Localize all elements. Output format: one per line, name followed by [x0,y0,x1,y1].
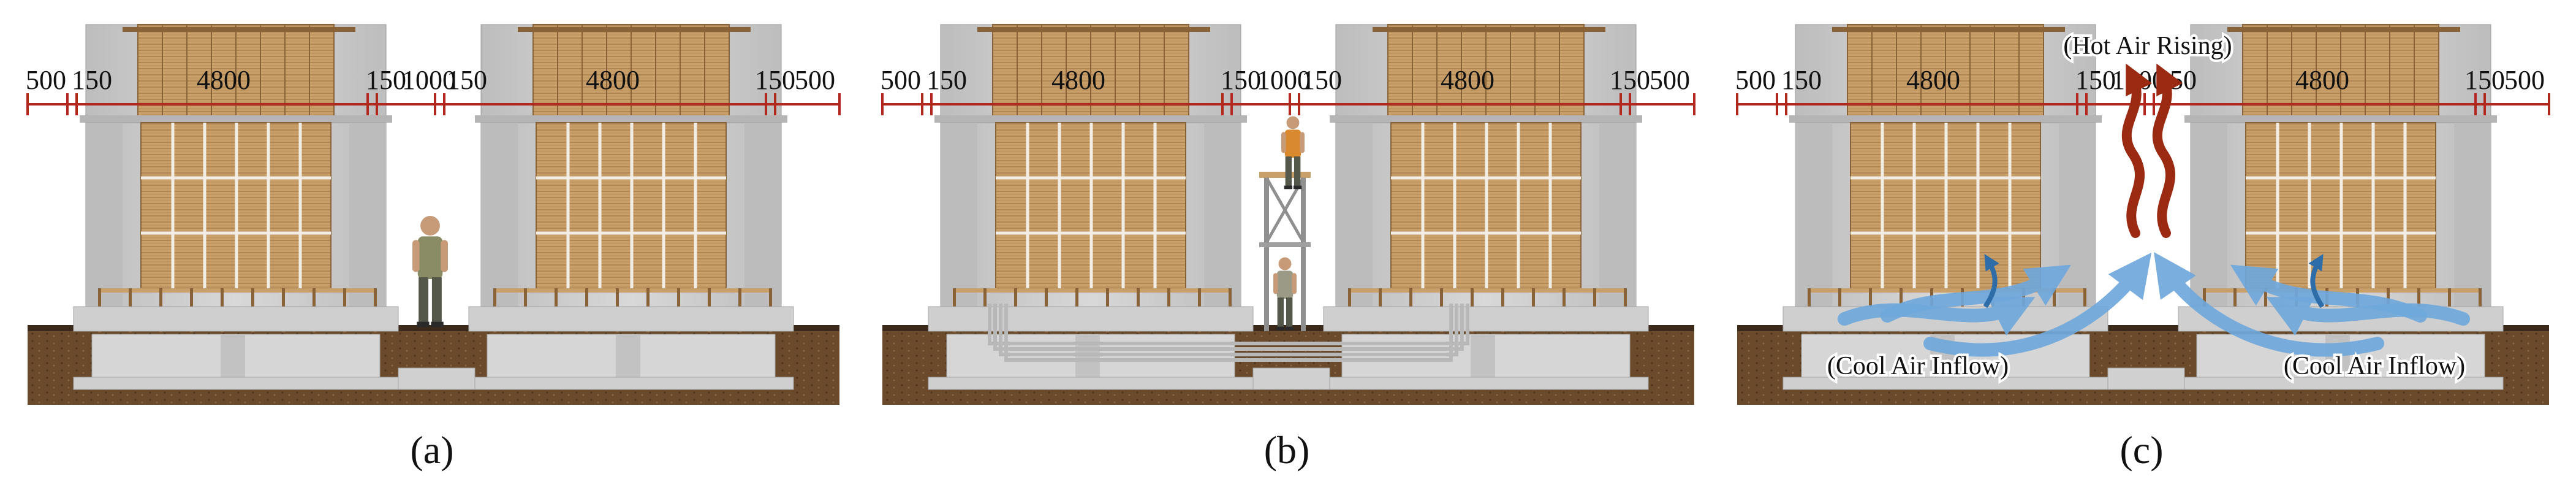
house-right-column-left [481,123,518,325]
dimension-label: 1000 [1257,65,1311,95]
dimension-label: 500 [1650,65,1690,95]
house-right-column-right [744,123,781,325]
house-right-front-railing [2203,288,2479,293]
house-left-upper-rail [123,27,355,32]
hot-air-arrow [2121,63,2153,238]
house-left-column-right [349,123,386,325]
cool-air-arrow [2230,264,2427,323]
house-left-column-left [86,123,123,325]
cool-air-arrow [2266,297,2470,336]
dimension-label: 4800 [586,65,640,95]
house-left-floor-slab [80,115,392,123]
panel-caption: (b) [1264,428,1310,472]
dimension-label: 150 [1610,65,1650,95]
house-right-column-right [2454,123,2491,325]
cool-air-arrow [1923,252,2152,357]
dimension-label: 4800 [1051,65,1105,95]
house-right-plinth [468,306,794,332]
dimension-label: 150 [2075,65,2116,95]
house-right-upper-rail [2227,27,2460,32]
airflow-arrows: (Hot Air Rising) (Cool Air Inflow) (Cool A… [1825,29,2470,383]
house-right-column-left [1336,123,1373,325]
dimension-label: 4800 [1906,65,1960,95]
panel-caption: (c) [2120,428,2163,472]
panel-caption: (a) [410,428,453,472]
hot-air-label: (Hot Air Rising) [2063,32,2232,60]
cool-air-label-right: (Cool Air Inflow) [2284,352,2465,380]
dimension-label: 150 [1781,65,1822,95]
cool-air-arrow-inner [1983,254,1999,309]
worker-on-scaffold [1281,116,1305,190]
dimension-label: 500 [2504,65,2545,95]
cool-air-arrow [1838,297,2036,336]
house-left-front-railing [953,288,1229,293]
house-left-upper-rail [977,27,1210,32]
house-left-front-railing [1808,288,2083,293]
worker-on-ground [1273,257,1297,331]
house-left-front-railing [98,288,374,293]
cool-air-arrow [2154,252,2384,357]
person-walking-figure [412,216,448,328]
house-left-floor-slab [934,115,1247,123]
dimension-label: 500 [1735,65,1776,95]
house-right-front-railing [1348,288,1624,293]
house-right-plinth [1323,306,1649,332]
cool-air-arrow [1881,264,2072,323]
dimension-label: 4800 [1441,65,1494,95]
house-right-upper-rail [518,27,751,32]
hot-air-arrow [2152,63,2183,238]
house-left-upper-rail [1832,27,2065,32]
dimension-label: 150 [926,65,967,95]
dimension-label: 150 [755,65,795,95]
house-right-column-right [1599,123,1636,325]
dimension-label: 150 [2464,65,2505,95]
dimension-label: 150 [447,65,487,95]
house-left-column-right [2059,123,2096,325]
dimension-label: 150 [1221,65,1261,95]
gap-slab [1252,367,1330,390]
house-left-plinth [928,306,1254,332]
dimension-label: 150 [366,65,406,95]
house-right-upper-rail [1373,27,1605,32]
house-right-floor-slab [1330,115,1642,123]
dimension-label: 4800 [197,65,251,95]
dimension-label: 500 [795,65,835,95]
house-right-floor-slab [2184,115,2497,123]
house-left-column-left [941,123,977,325]
house-left-column-left [1795,123,1832,325]
house-left-plinth [73,306,399,332]
dimension-label: 150 [1301,65,1342,95]
gap-slab [2107,367,2185,390]
dimension-label: 500 [881,65,921,95]
scaffold-platform [1259,172,1311,178]
pipe-bundle [988,304,1469,362]
gap-slab [398,367,475,390]
dimension-label: 4800 [2295,65,2349,95]
house-left-floor-slab [1789,115,2102,123]
house-right-floor-slab [475,115,787,123]
cool-air-arrow-inner [2308,254,2325,309]
scaffold-tower [1259,172,1311,331]
dimension-label: 1000 [402,65,456,95]
house-left-column-right [1204,123,1241,325]
house-right-front-railing [493,288,769,293]
dimension-label: 150 [72,65,112,95]
dimension-label: 500 [26,65,66,95]
cool-air-label-left: (Cool Air Inflow) [1827,352,2009,380]
